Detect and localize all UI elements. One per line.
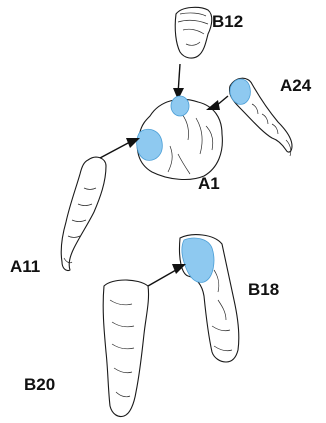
left-arm-part (61, 157, 106, 270)
label-a1: A1 (198, 174, 220, 193)
right-arm-arrow (206, 96, 228, 110)
shoulder-glue-area (137, 129, 163, 160)
label-a24: A24 (280, 76, 312, 95)
left-leg-arrow (148, 264, 186, 286)
left-arm-arrow (100, 138, 140, 158)
label-b12: B12 (212, 12, 243, 31)
label-b18: B18 (248, 280, 279, 299)
left-leg-part (103, 280, 148, 417)
neck-glue-area (171, 96, 189, 116)
label-b20: B20 (24, 375, 55, 394)
head-part (175, 7, 212, 58)
head-arrow (173, 64, 184, 100)
label-a11: A11 (10, 257, 40, 276)
right-arm-glue-area (230, 79, 250, 104)
